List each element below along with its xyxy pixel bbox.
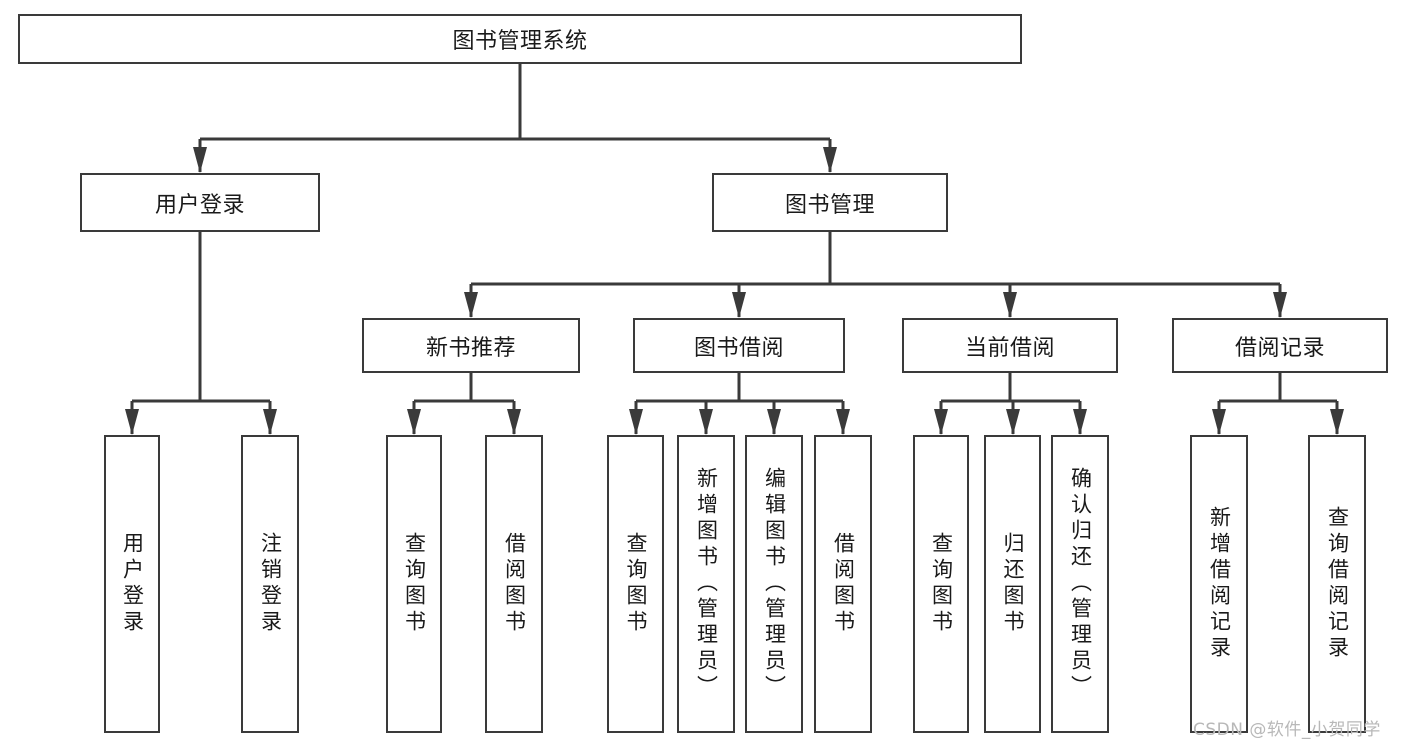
node-leaf-login-1[interactable]: 用户登录 bbox=[104, 435, 160, 733]
node-label: 新增图书（管理员） bbox=[694, 467, 719, 701]
node-login[interactable]: 用户登录 bbox=[80, 173, 320, 232]
node-leaf-login-2[interactable]: 注销登录 bbox=[241, 435, 299, 733]
node-label: 编辑图书（管理员） bbox=[762, 467, 787, 701]
node-label: 用户登录 bbox=[120, 532, 145, 636]
node-leaf-current-2[interactable]: 归还图书 bbox=[984, 435, 1041, 733]
node-label: 新书推荐 bbox=[425, 335, 516, 361]
node-root[interactable]: 图书管理系统 bbox=[18, 14, 1022, 64]
node-label: 确认归还（管理员） bbox=[1068, 467, 1093, 701]
node-leaf-current-1[interactable]: 查询图书 bbox=[913, 435, 969, 733]
node-label: 图书管理系统 bbox=[452, 29, 588, 54]
node-label: 新增借阅记录 bbox=[1207, 506, 1232, 662]
node-leaf-borrow-4[interactable]: 借阅图书 bbox=[814, 435, 872, 733]
node-leaf-newrec-1[interactable]: 查询图书 bbox=[386, 435, 442, 733]
node-label: 注销登录 bbox=[258, 532, 283, 636]
node-label: 查询借阅记录 bbox=[1325, 506, 1350, 662]
node-label: 当前借阅 bbox=[964, 335, 1055, 361]
node-label: 查询图书 bbox=[929, 532, 954, 636]
node-records[interactable]: 借阅记录 bbox=[1172, 318, 1388, 373]
node-newrec[interactable]: 新书推荐 bbox=[362, 318, 580, 373]
node-label: 查询图书 bbox=[402, 532, 427, 636]
node-borrow[interactable]: 图书借阅 bbox=[633, 318, 845, 373]
node-current[interactable]: 当前借阅 bbox=[902, 318, 1118, 373]
node-label: 图书借阅 bbox=[693, 335, 784, 361]
node-label: 查询图书 bbox=[624, 532, 648, 636]
node-label: 借阅图书 bbox=[502, 532, 527, 636]
node-leaf-borrow-3[interactable]: 编辑图书（管理员） bbox=[745, 435, 803, 733]
node-label: 借阅记录 bbox=[1234, 335, 1325, 361]
node-leaf-newrec-2[interactable]: 借阅图书 bbox=[485, 435, 543, 733]
node-leaf-records-1[interactable]: 新增借阅记录 bbox=[1190, 435, 1248, 733]
node-bookmgmt[interactable]: 图书管理 bbox=[712, 173, 948, 232]
node-leaf-borrow-1[interactable]: 查询图书 bbox=[607, 435, 664, 733]
node-leaf-borrow-2[interactable]: 新增图书（管理员） bbox=[677, 435, 735, 733]
node-label: 归还图书 bbox=[1001, 532, 1025, 636]
node-label: 图书管理 bbox=[784, 192, 875, 218]
node-leaf-records-2[interactable]: 查询借阅记录 bbox=[1308, 435, 1366, 733]
node-label: 借阅图书 bbox=[831, 532, 856, 636]
node-leaf-current-3[interactable]: 确认归还（管理员） bbox=[1051, 435, 1109, 733]
node-label: 用户登录 bbox=[154, 192, 245, 218]
